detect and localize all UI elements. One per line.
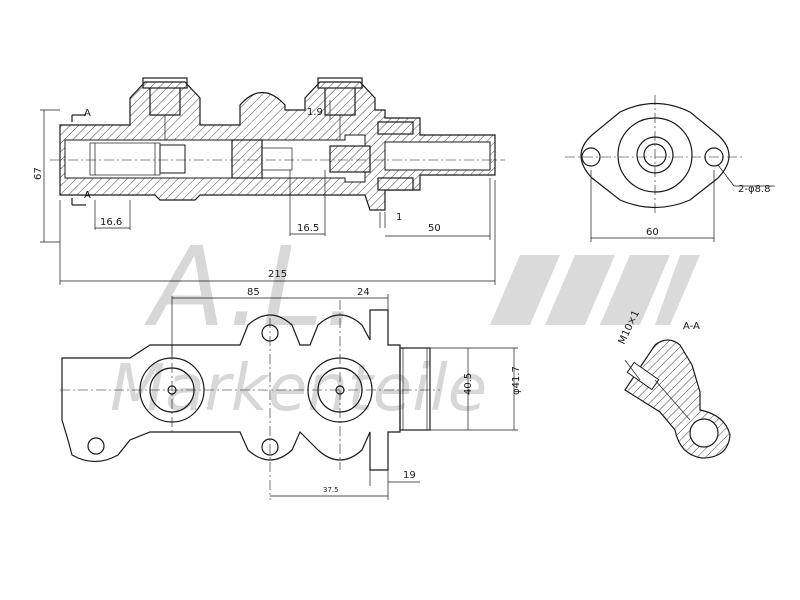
dim-flange-offset: 24 — [340, 287, 389, 310]
section-marker-bottom: A — [71, 190, 91, 206]
plan-body — [61, 309, 401, 471]
dim-seat-diameter: 40.5 — [430, 347, 474, 431]
svg-text:60: 60 — [646, 227, 659, 238]
svg-text:215: 215 — [268, 269, 287, 280]
section-marker-top: A — [71, 108, 91, 122]
dim-bore-offset: 16.6 — [94, 200, 131, 230]
watermark-logo: A.L. — [144, 223, 359, 351]
dim-piston-offset: 16.5 — [289, 170, 326, 236]
svg-text:85: 85 — [247, 287, 260, 298]
watermark-brand: Markenteile — [110, 352, 487, 426]
dim-port-spacing: 85 — [171, 287, 340, 358]
svg-text:16.6: 16.6 — [100, 217, 122, 228]
section-a-a-title: A-A — [683, 321, 700, 332]
dim-nose-length: 50 — [385, 178, 491, 240]
nose-bore — [384, 141, 491, 171]
watermark-stripes — [490, 255, 700, 325]
svg-text:1.9: 1.9 — [307, 107, 323, 118]
dim-flange-width: 60 — [590, 170, 715, 242]
svg-text:16.5: 16.5 — [297, 223, 319, 234]
secondary-piston — [329, 145, 371, 173]
svg-text:1: 1 — [396, 212, 402, 223]
svg-text:A: A — [84, 190, 91, 201]
watermark: A.L. Markenteile — [110, 223, 700, 426]
sectional-view: A A 67 16.6 16.5 — [33, 77, 505, 285]
svg-text:φ41.7: φ41.7 — [511, 366, 522, 395]
retainer-top — [377, 121, 414, 135]
retainer-bottom — [377, 177, 414, 191]
dim-flange-thickness: 19 — [369, 470, 420, 486]
section-a-a: A-A M10×1 — [617, 309, 731, 459]
dim-step-small: 1.9 — [307, 100, 331, 120]
seal-ring — [231, 139, 263, 179]
svg-text:50: 50 — [428, 223, 441, 234]
reservoir-port-left — [142, 77, 188, 140]
svg-text:19: 19 — [403, 470, 416, 481]
dim-step: 1 — [379, 212, 402, 228]
plan-view: 85 24 40.5 φ41.7 19 — [60, 287, 522, 500]
reservoir-port-right — [317, 77, 363, 140]
plan-nose — [399, 347, 431, 431]
svg-text:40.5: 40.5 — [463, 373, 474, 395]
svg-text:37.5: 37.5 — [323, 486, 339, 494]
mount-hole-left — [581, 147, 601, 167]
svg-text:2-φ8.8: 2-φ8.8 — [738, 184, 770, 195]
flange-outline — [580, 103, 730, 209]
flange-view: 2-φ8.8 60 — [565, 95, 775, 242]
dim-mount-holes: 2-φ8.8 — [717, 164, 775, 195]
section-a-a-bore — [689, 418, 719, 448]
svg-text:24: 24 — [357, 287, 370, 298]
svg-text:67: 67 — [33, 167, 44, 180]
svg-text:A: A — [84, 108, 91, 119]
dim-nose-diameter: φ41.7 — [472, 347, 522, 431]
dim-overall-length: 215 — [59, 180, 496, 285]
primary-piston — [159, 144, 186, 174]
dim-height: 67 — [33, 109, 60, 243]
secondary-spring — [261, 147, 293, 171]
dim-port-to-flange: 37.5 — [270, 486, 389, 500]
bleed-hole — [87, 437, 105, 455]
